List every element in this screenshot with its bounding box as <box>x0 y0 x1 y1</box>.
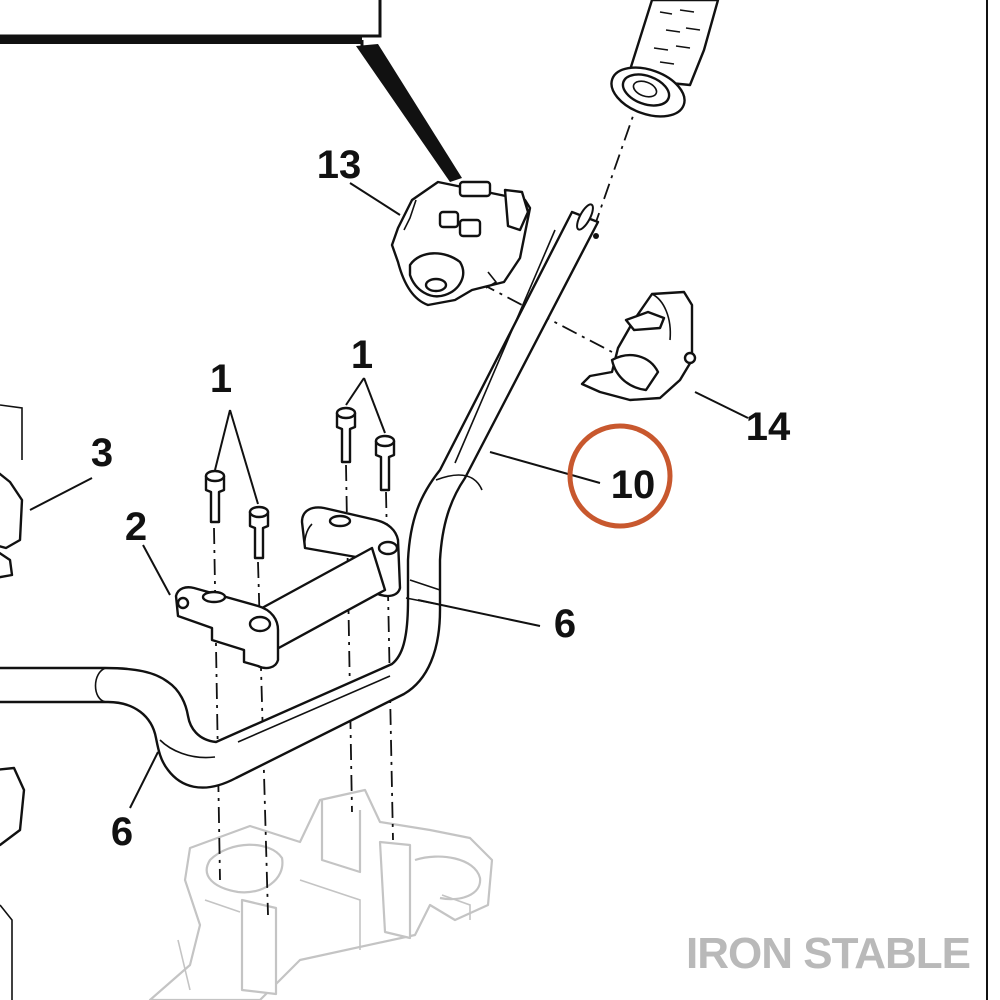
callout-13: 13 <box>317 143 362 187</box>
handlebar-pin-hole <box>593 233 599 239</box>
triple-clamp-ghost <box>148 788 494 1000</box>
detail-callout-box <box>0 0 462 182</box>
callout-10: 10 <box>611 463 656 507</box>
riser-clamp-left <box>174 546 387 670</box>
highlight-circle <box>567 423 673 529</box>
callout-6-right: 6 <box>554 602 576 646</box>
left-edge-partial-parts <box>0 404 26 1000</box>
bolt <box>374 434 396 492</box>
handlebar <box>0 203 600 789</box>
switch-housing <box>390 180 532 307</box>
callout-6-left: 6 <box>111 810 133 854</box>
bolts <box>204 406 396 560</box>
bolt <box>248 505 270 560</box>
bolt <box>204 469 226 524</box>
callout-1-left: 1 <box>210 357 232 401</box>
watermark: IRON STABLE <box>686 929 970 978</box>
callout-2: 2 <box>125 505 147 549</box>
callout-1-right: 1 <box>351 333 373 377</box>
handlebar-end-cap <box>576 203 594 231</box>
grip <box>610 0 720 118</box>
leader-lines <box>29 182 749 809</box>
callout-3: 3 <box>91 431 113 475</box>
bolt <box>335 406 357 464</box>
callout-14: 14 <box>746 405 791 449</box>
lower-switch-housing <box>580 290 697 402</box>
